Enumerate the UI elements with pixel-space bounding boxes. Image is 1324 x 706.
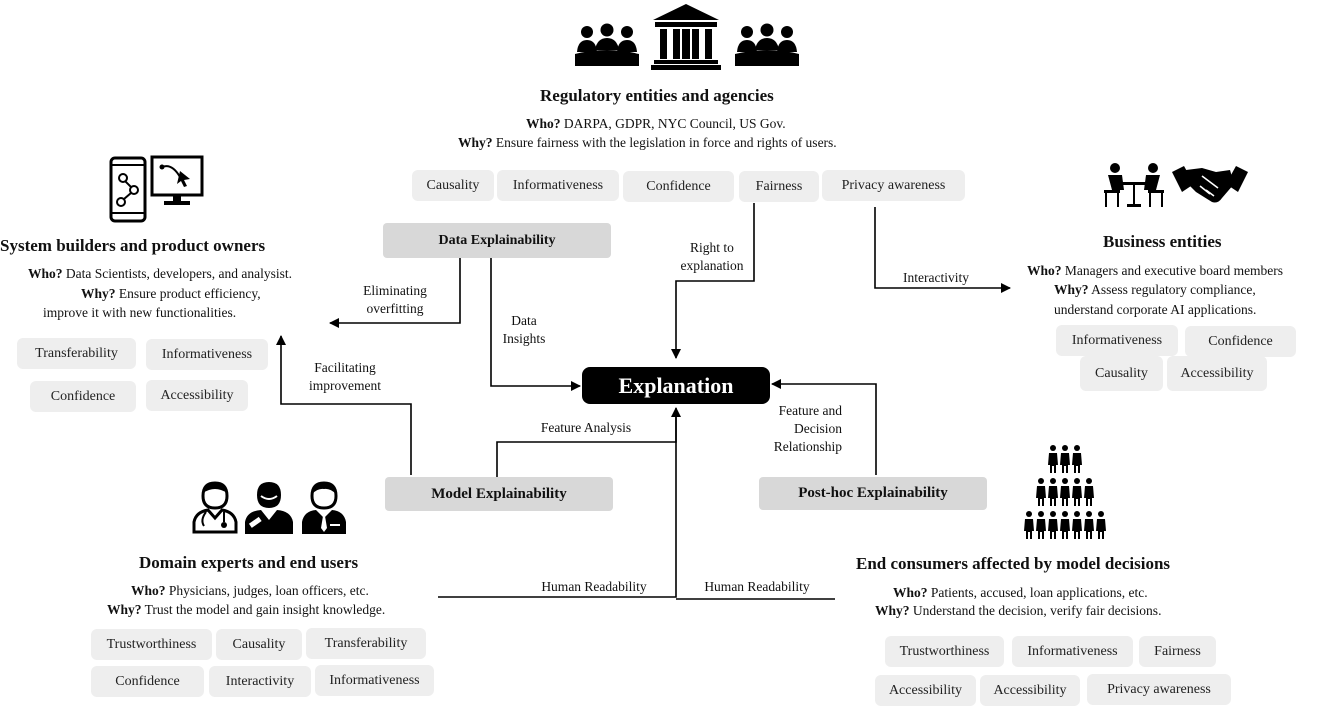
- system-builders-why-cont: improve it with new functionalities.: [43, 305, 237, 320]
- business-tag: Informativeness: [1056, 325, 1178, 356]
- end-consumers-tag: Accessibility: [980, 675, 1080, 706]
- handshake-icon: [1172, 166, 1248, 203]
- system-builders-title: System builders and product owners: [0, 236, 266, 255]
- government-building-icon: [651, 4, 721, 70]
- link-posthoc-to-explanation: [771, 379, 877, 475]
- domain-experts-tag: Informativeness: [315, 665, 434, 696]
- system-builders-tag: Accessibility: [146, 380, 248, 411]
- meeting-group-icon: [735, 23, 799, 66]
- system-builders-who: Who? Data Scientists, developers, and an…: [28, 266, 292, 281]
- link-label-interactivity: Interactivity: [903, 270, 969, 285]
- business-tag: Accessibility: [1167, 356, 1267, 391]
- domain-experts-who: Who? Physicians, judges, loan officers, …: [131, 583, 369, 598]
- link-human-readability: [438, 414, 677, 598]
- end-consumers-why: Why? Understand the decision, verify fai…: [875, 603, 1162, 618]
- domain-experts-tag: Confidence: [91, 666, 204, 697]
- regulatory-tag: Fairness: [739, 171, 819, 202]
- regulatory-tag: Informativeness: [497, 170, 619, 201]
- regulatory-tag: Confidence: [623, 171, 734, 202]
- domain-experts-why: Why? Trust the model and gain insight kn…: [107, 602, 386, 617]
- business-why-cont: understand corporate AI applications.: [1054, 302, 1257, 317]
- system-builders-tag: Confidence: [30, 381, 136, 412]
- data-explainability-box: Data Explainability: [383, 223, 611, 258]
- end-consumers-tag: Fairness: [1139, 636, 1216, 667]
- link-label-human-readability-left: Human Readability: [541, 579, 647, 594]
- regulatory-tag: Causality: [412, 170, 494, 201]
- regulatory-title: Regulatory entities and agencies: [540, 86, 774, 105]
- link-label-human-readability-right: Human Readability: [704, 579, 810, 594]
- businessman-icon: [302, 481, 346, 534]
- business-title: Business entities: [1103, 232, 1222, 251]
- domain-experts-tag: Transferability: [306, 628, 426, 659]
- end-consumers-tag: Privacy awareness: [1087, 674, 1231, 705]
- explanation-node: Explanation: [582, 367, 770, 404]
- link-model-to-builders: [276, 335, 412, 475]
- posthoc-explainability-box: Post-hoc Explainability: [759, 477, 987, 510]
- crowd-icon: [1024, 445, 1106, 539]
- link-data-to-explanation: [490, 258, 581, 391]
- end-consumers-tag: Trustworthiness: [885, 636, 1004, 667]
- model-explainability-box: Model Explainability: [385, 477, 613, 511]
- monitor-cursor-icon: [150, 155, 204, 205]
- regulatory-who: Who? DARPA, GDPR, NYC Council, US Gov.: [526, 116, 786, 131]
- system-builders-why: Why? Ensure product efficiency,: [81, 286, 261, 301]
- system-builders-tag: Transferability: [17, 338, 136, 369]
- business-meeting-icon: [1104, 163, 1164, 207]
- system-builders-tag: Informativeness: [146, 339, 268, 370]
- physician-icon: [192, 481, 238, 534]
- link-fairness-to-explanation: [671, 203, 755, 359]
- domain-experts-tag: Causality: [216, 629, 302, 660]
- judge-icon: [245, 482, 293, 534]
- end-consumers-who: Who? Patients, accused, loan application…: [893, 585, 1148, 600]
- link-label-feature-analysis: Feature Analysis: [540, 420, 632, 435]
- link-data-to-builders: [329, 250, 461, 328]
- regulatory-why: Why? Ensure fairness with the legislatio…: [458, 135, 837, 150]
- end-consumers-tag: Accessibility: [875, 675, 976, 706]
- smartphone-network-icon: [109, 156, 147, 223]
- business-tag: Confidence: [1185, 326, 1296, 357]
- domain-experts-title: Domain experts and end users: [139, 553, 359, 572]
- end-consumers-title: End consumers affected by model decision…: [856, 554, 1171, 573]
- regulatory-tag: Privacy awareness: [822, 170, 965, 201]
- meeting-group-icon: [575, 23, 639, 66]
- domain-experts-tag: Interactivity: [209, 666, 311, 697]
- business-who: Who? Managers and executive board member…: [1027, 263, 1284, 278]
- business-why: Why? Assess regulatory compliance,: [1054, 282, 1256, 297]
- business-tag: Causality: [1080, 356, 1163, 391]
- link-privacy-to-business: [874, 207, 1011, 293]
- end-consumers-tag: Informativeness: [1012, 636, 1133, 667]
- domain-experts-tag: Trustworthiness: [91, 629, 212, 660]
